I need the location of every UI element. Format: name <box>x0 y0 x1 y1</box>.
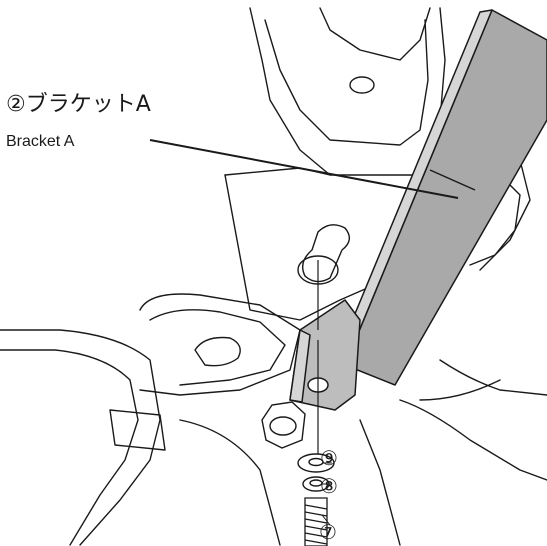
part-number-7: ⑦ <box>319 520 337 544</box>
bolt-7 <box>304 497 328 546</box>
bracket-a-leader <box>149 139 459 199</box>
hex-nut <box>261 401 306 449</box>
lower-curve-1 <box>179 419 281 546</box>
bracket-a <box>289 9 547 411</box>
frame-right-lower <box>469 174 521 266</box>
bracket-a-lower-face <box>289 329 311 403</box>
part-number-8: ⑧ <box>320 474 338 498</box>
lower-curve-2 <box>359 419 401 546</box>
lower-curve-4 <box>439 359 547 396</box>
bracket-a-back <box>344 9 547 386</box>
upper-hole <box>349 76 375 94</box>
bracket-a-bend <box>429 169 476 191</box>
frame-upper-plate <box>249 7 446 176</box>
bracket-a-label-jp: ②ブラケットA <box>6 92 151 117</box>
lower-curve-3 <box>399 399 547 481</box>
frame-upper-inner <box>264 19 429 146</box>
part-number-9: ⑨ <box>320 446 338 470</box>
left-body-inner <box>149 309 286 386</box>
slot-hole <box>302 224 350 283</box>
bracket-a-label-en: Bracket A <box>6 133 75 150</box>
grip-band <box>109 409 166 451</box>
left-body-outer <box>139 293 301 396</box>
grip-inner <box>0 349 139 546</box>
washer-9 <box>297 453 335 473</box>
left-knob <box>194 336 241 367</box>
grip-outer <box>0 329 161 546</box>
washer-8 <box>302 476 330 492</box>
frame-upper-edge <box>319 7 431 61</box>
lower-right-edge <box>419 379 501 401</box>
leader-7 <box>321 514 331 526</box>
